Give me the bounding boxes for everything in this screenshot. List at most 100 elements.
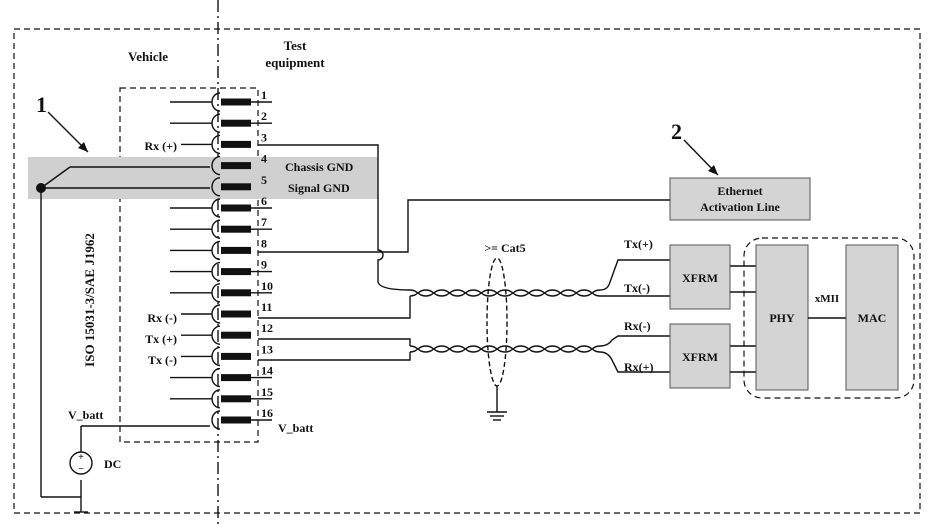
pin-number: 12 [261,321,273,335]
twisted-pair-bottom [409,345,601,353]
cable-label: >= Cat5 [484,241,525,255]
xfrm-bottom-label: XFRM [682,350,718,364]
pin-socket-arc [211,92,221,112]
phy-block [755,244,809,391]
xfrm-top-pin1-label: Tx(+) [624,237,653,251]
signal-gnd-label: Signal GND [288,181,350,195]
connector-boundary [119,87,259,443]
callout-1-arrowhead [78,142,88,152]
pin-number: 15 [261,385,273,399]
twisted-wire-1 [409,345,601,353]
dc-plus-sign: + [78,452,84,463]
twisted-wire-2 [409,289,601,297]
pin-number: 3 [261,130,267,144]
ground-band [28,157,378,199]
pin-socket-arc [211,240,221,261]
test-equipment-label-1: Test [284,38,307,53]
pin-number: 1 [261,88,267,102]
pin-number: 8 [261,236,267,250]
xfrm-bottom-block [669,323,731,389]
standard-label: ISO 15031-3/SAE J1962 [82,233,97,367]
ethernet-activation-line-block [669,177,811,221]
pin-number: 13 [261,342,273,356]
pin3-wire [258,144,411,291]
pin13-label: Tx (-) [148,353,177,367]
ground-line-chassis-branch [40,166,71,189]
dc-minus-sign: − [78,464,84,475]
phy-label: PHY [769,311,795,325]
activation-line-wire [258,199,670,253]
mac-block [845,244,899,391]
pin12-wire [258,338,411,346]
pin-contact [221,289,251,297]
pin-socket-arc [211,177,221,197]
pin-contact [221,310,251,318]
pin-number: 5 [261,173,267,187]
pin-socket-arc [211,389,221,409]
pin-contact [221,246,251,254]
vehicle-label: Vehicle [128,49,168,64]
pin-socket-arc [211,198,221,218]
twisted-pair-top [409,289,601,297]
pin-number: 4 [261,152,267,166]
pin-number: 16 [261,406,273,420]
pin-contact [221,395,251,403]
pin-socket-arc [211,219,221,239]
pin-number: 10 [261,279,273,293]
eal-label-2: Activation Line [700,200,780,214]
pin-contact [221,331,251,339]
pin11-wire [258,296,411,319]
xfrm-bottom-pin1-label: Rx(-) [624,319,651,333]
callout-2-arrowhead [708,165,718,175]
xmii-label: xMII [815,293,839,305]
pin-number: 2 [261,109,267,123]
dc-label: DC [104,457,121,471]
pin13-wire [258,352,411,361]
xfrm-top-label: XFRM [682,271,718,285]
pin-contact [221,416,251,424]
pin-number: 6 [261,194,267,208]
pin11-label: Rx (-) [147,311,177,325]
xfrm-top-pin2-label: Tx(-) [624,281,650,295]
pin-number: 14 [261,364,273,378]
vbatt-left-label: V_batt [68,408,103,422]
test-equipment-label-2: equipment [265,55,325,70]
pin-contact [221,352,251,360]
pin-contact [221,204,251,212]
pin-socket-arc [211,367,221,388]
xfrm-top-block [669,244,731,310]
pin-socket-arc [211,346,221,367]
callout-2: 2 [671,119,682,144]
pin-socket-arc [211,261,221,282]
pin-socket-arc [211,325,221,345]
pin-number: 11 [261,300,272,314]
pin-contact [221,374,251,382]
chassis-gnd-label: Chassis GND [285,160,354,174]
eal-label-1: Ethernet [717,184,762,198]
pin-contact [221,162,251,170]
outer-boundary [13,28,921,514]
pin-contact [221,98,251,106]
xfrm-top-wire-1 [599,259,670,291]
cable-shield [486,257,508,387]
callout-1: 1 [36,92,47,117]
vbatt-right-label: V_batt [278,421,313,435]
pin12-label: Tx (+) [145,332,177,346]
pin-contact [221,183,251,191]
phy-mac-boundary [743,237,915,399]
xfrm-bottom-wire-1 [599,335,670,347]
pin-contact [221,268,251,276]
twisted-wire-2 [409,345,601,353]
pin-number: 7 [261,215,267,229]
xfrm-bottom-wire-2 [599,351,670,373]
pin-contact [221,119,251,127]
pin-socket-arc [211,113,221,133]
pin-socket-arc [211,134,221,155]
pin-socket-arc [211,283,221,303]
pin-socket-arc [211,410,221,430]
pin-socket-arc [211,155,221,176]
pin-contact [221,225,251,233]
pin3-label: Rx (+) [145,139,178,153]
